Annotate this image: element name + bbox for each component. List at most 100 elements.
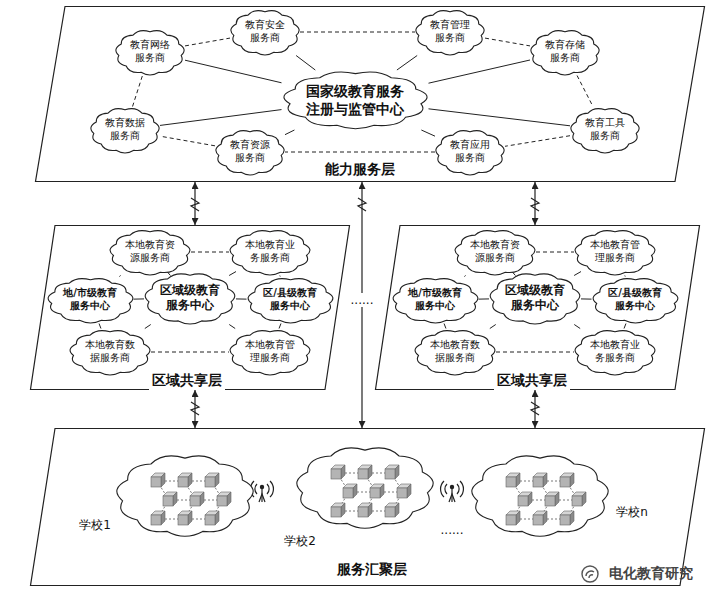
ellipsis-mark: ......	[439, 523, 466, 537]
cloud-outline	[575, 330, 655, 374]
service-link	[279, 276, 280, 277]
service-cloud: 区域级教育服务中心	[144, 272, 236, 325]
parallelogram-outline	[31, 226, 350, 390]
peer-link	[191, 252, 229, 253]
peer-link	[496, 352, 574, 353]
peer-link	[577, 76, 593, 107]
cloud-outline	[231, 10, 299, 54]
service-cloud: 教育网络服务商	[115, 29, 185, 76]
layer-link-arrow	[534, 390, 535, 428]
service-link	[429, 60, 531, 83]
cloud-outline	[295, 445, 435, 530]
service-link	[134, 298, 145, 299]
service-link	[397, 56, 417, 71]
school-name: 学校n	[616, 504, 648, 521]
cloud-outline	[416, 10, 484, 54]
service-cloud: 本地教育数据服务商	[69, 329, 151, 376]
center-label: 区域级教育服务中心	[160, 283, 220, 313]
ellipsis-mark: ......	[349, 293, 376, 307]
parallelogram-outline	[36, 7, 705, 182]
service-cloud: 教育存储服务商	[530, 29, 600, 76]
peer-link	[160, 136, 215, 146]
school-network-cloud: 学校n	[470, 453, 610, 538]
service-link	[160, 110, 282, 126]
cloud-outline	[415, 330, 495, 374]
provider-label: 本地教育管理服务商	[244, 339, 296, 364]
cloud-outline	[393, 278, 478, 322]
service-link	[229, 272, 236, 276]
device-cubes	[506, 473, 586, 525]
layer-band: 区域共享层本地教育资源服务商本地教育管理服务商地/市级教育服务中心区域级教育服务…	[375, 225, 700, 390]
provider-label: 本地教育资源服务商	[124, 239, 176, 264]
provider-label: 本地教育数据服务商	[429, 339, 481, 364]
cloud-outline	[472, 455, 608, 535]
cloud-outline	[248, 278, 333, 322]
service-cloud: 区/县级教育服务中心	[247, 277, 334, 324]
school-name: 学校1	[79, 517, 111, 534]
parallelogram-outline	[31, 429, 705, 586]
service-cloud: 区/县级教育服务中心	[592, 277, 679, 324]
cloud-outline	[216, 130, 284, 174]
layer-title: 区域共享层	[494, 372, 570, 390]
center-label: 区/县级教育服务中心	[262, 287, 318, 312]
cloud-outline	[48, 278, 133, 322]
center-label: 地/市级教育服务中心	[407, 287, 463, 312]
cloud-outline	[110, 230, 190, 274]
service-link	[229, 325, 235, 329]
cloud-outline	[115, 453, 255, 538]
cloud-outline	[116, 30, 184, 74]
service-cloud: 本地教育业务服务商	[229, 229, 311, 276]
cloud-outline	[470, 453, 610, 538]
antenna-symbol	[441, 481, 464, 502]
cloud-outline	[230, 230, 310, 274]
peer-link	[151, 352, 229, 353]
service-link	[421, 130, 435, 136]
service-cloud: 本地教育资源服务商	[454, 229, 536, 276]
service-link	[624, 276, 625, 277]
provider-label: 教育管理服务商	[429, 19, 472, 44]
service-cloud: 教育应用服务商	[435, 129, 505, 176]
provider-label: 本地教育数据服务商	[84, 339, 136, 364]
cloud-outline	[593, 278, 678, 322]
center-label: 国家级教育服务注册与监管中心	[304, 83, 406, 118]
service-link	[444, 324, 446, 329]
service-cloud: 教育数据服务商	[90, 107, 160, 154]
provider-label: 教育应用服务商	[449, 139, 492, 164]
layer-band: 区域共享层本地教育资源服务商本地教育业务服务商地/市级教育服务中心区域级教育服务…	[30, 225, 350, 390]
peer-link	[285, 152, 435, 153]
cloud-outline	[531, 30, 599, 74]
cloud-outline	[283, 72, 426, 129]
peer-link	[536, 252, 574, 253]
provider-label: 本地教育业务服务商	[244, 239, 296, 264]
cloud-outline	[230, 330, 310, 374]
layer-link-arrow	[194, 390, 195, 428]
service-cloud: 本地教育管理服务商	[229, 329, 311, 376]
school-network-cloud: 学校2	[295, 445, 435, 530]
provider-label: 教育安全服务商	[244, 19, 287, 44]
provider-label: 教育工具服务商	[584, 117, 627, 142]
service-cloud: 地/市级教育服务中心	[47, 277, 134, 324]
cloud-outline	[455, 230, 535, 274]
school-network-cloud: 学校1	[115, 453, 255, 538]
provider-label: 教育资源服务商	[229, 139, 272, 164]
service-link	[464, 276, 465, 277]
service-link	[99, 324, 101, 329]
peer-link	[485, 38, 530, 46]
service-link	[236, 298, 247, 299]
service-link	[285, 130, 294, 135]
cloud-outline	[91, 108, 159, 152]
service-link	[119, 276, 120, 277]
link-break-symbol	[191, 198, 539, 415]
provider-label: 本地教育管理服务商	[589, 239, 641, 264]
device-cubes	[151, 473, 231, 525]
watermark: 电化教育研究	[607, 565, 695, 583]
service-cloud: 国家级教育服务注册与监管中心	[282, 70, 429, 130]
service-cloud: 本地教育管理服务商	[574, 229, 656, 276]
service-link	[574, 325, 580, 329]
cloud-outline	[436, 130, 504, 174]
peer-link	[133, 76, 143, 107]
cloud-outline	[297, 447, 433, 527]
peer-link	[505, 136, 570, 147]
layer-link-arrow	[194, 182, 195, 225]
layer-link-arrow	[534, 182, 535, 225]
